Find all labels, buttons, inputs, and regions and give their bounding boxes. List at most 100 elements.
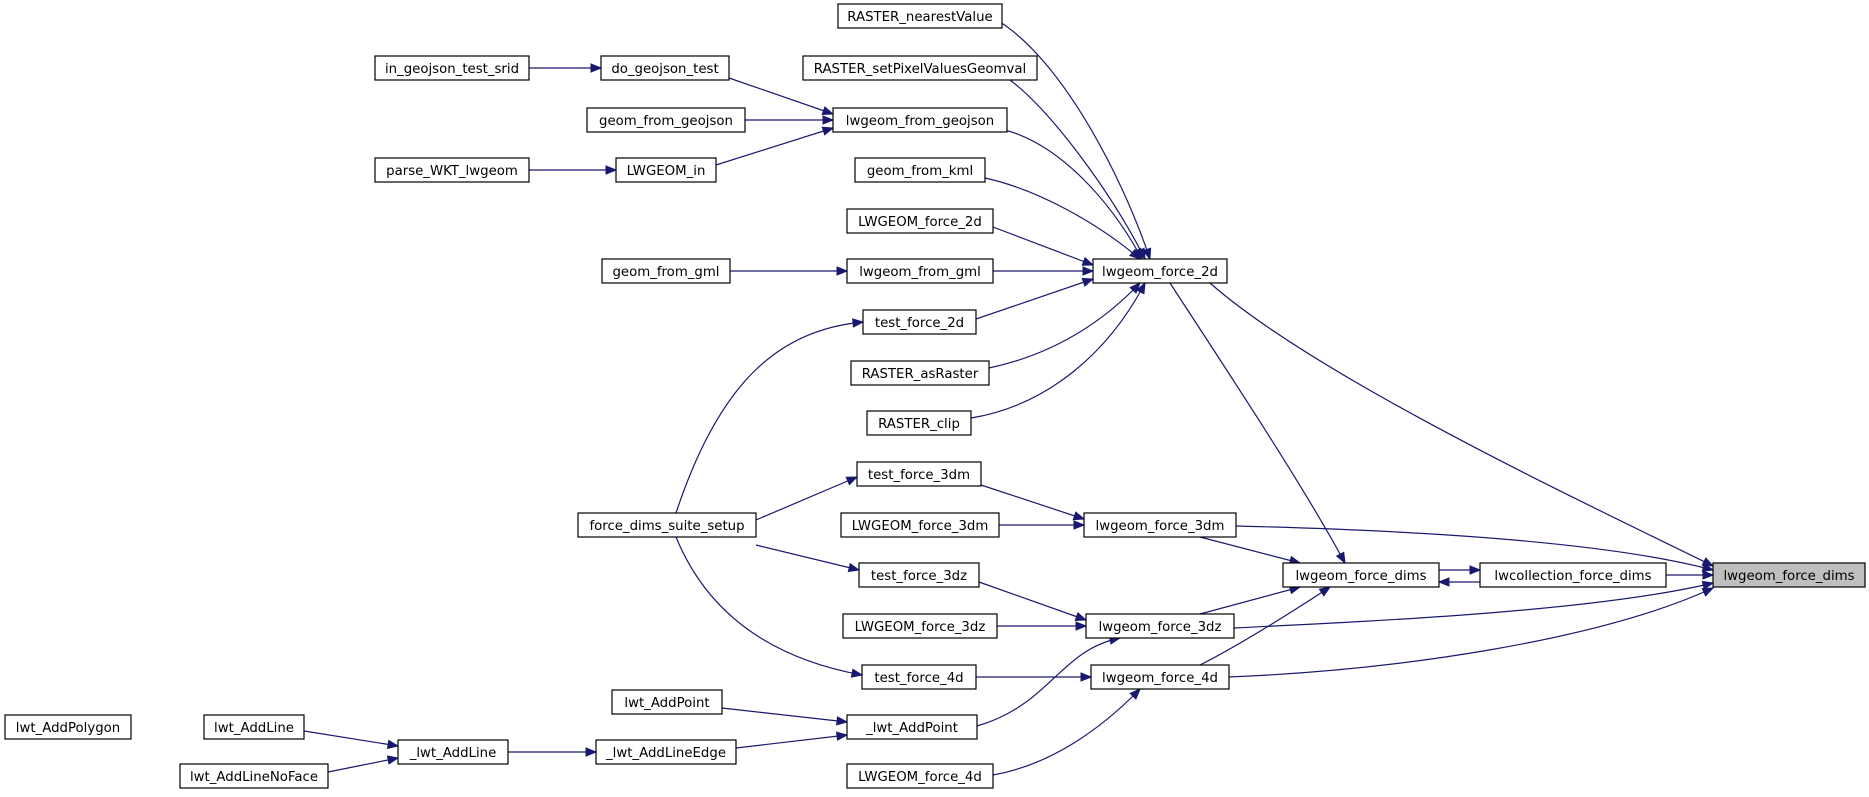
edge-lwgeom-force-3dm-to-test-force-3dm <box>980 484 1086 521</box>
node-lwgeom-force-3dz[interactable]: lwgeom_force_3dz <box>1085 613 1235 639</box>
node-raster-nearestvalue[interactable]: RASTER_nearestValue <box>837 3 1003 29</box>
node-lwt-addline[interactable]: _lwt_AddLine <box>397 739 509 765</box>
node-label: parse_WKT_lwgeom <box>386 164 518 179</box>
node-box <box>601 258 731 284</box>
node-lwt-addpoint[interactable]: _lwt_AddPoint <box>846 714 978 740</box>
arrowhead <box>1469 565 1482 575</box>
arrowhead <box>821 106 835 116</box>
node-label: lwgeom_from_gml <box>859 265 981 280</box>
node-lwgeom-from-geojson[interactable]: lwgeom_from_geojson <box>832 107 1008 133</box>
node-box <box>1282 562 1440 588</box>
node-lwgeom-force-2d[interactable]: LWGEOM_force_2d <box>846 208 994 234</box>
arrowhead <box>1437 577 1450 587</box>
edge-line <box>1004 129 1143 260</box>
edge-lwgeom-force-4d-to-lwgeom-force-4d <box>992 688 1141 776</box>
node-label: lwgeom_from_geojson <box>846 114 994 129</box>
node-label: geom_from_geojson <box>599 114 733 129</box>
node-label: lwcollection_force_dims <box>1494 569 1651 584</box>
node-box <box>862 309 977 335</box>
arrowhead <box>1142 247 1152 261</box>
edge-lwgeom-force-dims-to-lwgeom-force-3dm <box>1235 525 1715 572</box>
edge-line <box>992 226 1094 266</box>
node-raster-clip[interactable]: RASTER_clip <box>866 410 972 436</box>
edge-line <box>728 77 834 115</box>
edge-line <box>721 707 848 723</box>
edge-test-force-2d-to-force-dims-suite-setup <box>675 318 865 514</box>
edge-lwgeom-from-geojson-to-do-geojson-test <box>728 77 835 116</box>
arrowhead <box>590 63 603 73</box>
node-in-geojson-test-srid[interactable]: in_geojson_test_srid <box>374 55 530 81</box>
node-label: test_force_3dz <box>871 569 967 584</box>
node-label: LWGEOM_in <box>627 164 706 179</box>
node-label: lwgeom_force_4d <box>1102 671 1218 686</box>
node-parse-wkt-lwgeom[interactable]: parse_WKT_lwgeom <box>374 157 530 183</box>
node-label: RASTER_clip <box>878 417 960 432</box>
node-label: LWGEOM_force_4d <box>858 770 982 785</box>
node-force-dims-suite-setup[interactable]: force_dims_suite_setup <box>577 512 757 538</box>
edge-lwgeom-force-2d-to-lwgeom-from-gml <box>993 266 1095 276</box>
edge-lwgeom-from-geojson-to-lwgeom-in <box>715 126 835 166</box>
node-lwgeom-force-4d[interactable]: LWGEOM_force_4d <box>846 763 994 789</box>
edge-line <box>1233 582 1714 629</box>
edge-lwt-addpoint-to-lwt-addpoint <box>721 707 849 726</box>
arrowhead <box>1701 580 1715 591</box>
node-lwcollection-force-dims[interactable]: lwcollection_force_dims <box>1479 562 1667 588</box>
node-label: geom_from_kml <box>867 164 973 179</box>
node-do-geojson-test[interactable]: do_geojson_test <box>600 55 730 81</box>
arrowhead <box>1082 266 1095 276</box>
edge-lwgeom-from-geojson-to-geom-from-geojson <box>745 115 835 125</box>
node-test-force-4d[interactable]: test_force_4d <box>861 664 977 690</box>
node-lwgeom-force-dims-root[interactable]: lwgeom_force_dims <box>1712 562 1866 588</box>
node-test-force-3dz[interactable]: test_force_3dz <box>858 562 980 588</box>
node-lwgeom-force-dims[interactable]: lwgeom_force_dims <box>1282 562 1440 588</box>
node-label: lwgeom_force_3dm <box>1096 519 1225 534</box>
edge-line <box>1199 586 1301 615</box>
node-lwt-addpolygon[interactable]: lwt_AddPolygon <box>4 714 132 740</box>
node-lwgeom-force-2d[interactable]: lwgeom_force_2d <box>1092 258 1228 284</box>
node-lwgeom-force-3dz[interactable]: LWGEOM_force_3dz <box>842 613 998 639</box>
node-lwt-addlineedge[interactable]: _lwt_AddLineEdge <box>595 739 737 765</box>
node-geom-from-geojson[interactable]: geom_from_geojson <box>586 107 746 133</box>
edge-lwt-addpoint-to-lwt-addlineedge <box>735 731 849 749</box>
node-label: lwt_AddLineNoFace <box>190 770 318 785</box>
arrowhead <box>1135 281 1146 295</box>
node-geom-from-gml[interactable]: geom_from_gml <box>601 258 731 284</box>
node-lwgeom-from-gml[interactable]: lwgeom_from_gml <box>846 258 994 284</box>
node-box <box>615 157 717 183</box>
call-graph-nodes: RASTER_nearestValueRASTER_setPixelValues… <box>4 3 1866 789</box>
arrowhead <box>1080 672 1093 682</box>
node-lwgeom-force-3dm[interactable]: LWGEOM_force_3dm <box>840 512 1000 538</box>
node-box <box>600 55 730 81</box>
node-lwt-addpoint[interactable]: lwt_AddPoint <box>611 689 723 715</box>
edge-line <box>976 637 1121 727</box>
edge-lwgeom-force-dims-to-lwgeom-force-3dz <box>1233 580 1715 629</box>
arrowhead <box>821 126 835 136</box>
node-box <box>802 55 1038 81</box>
node-lwgeom-in[interactable]: LWGEOM_in <box>615 157 717 183</box>
node-lwt-addline[interactable]: lwt_AddLine <box>203 714 305 740</box>
node-box <box>842 613 998 639</box>
node-label: lwgeom_force_dims <box>1723 569 1854 584</box>
arrowhead <box>1701 562 1715 572</box>
node-raster-asraster[interactable]: RASTER_asRaster <box>850 360 990 386</box>
node-box <box>1712 562 1866 588</box>
node-label: LWGEOM_force_3dm <box>852 519 989 534</box>
edge-lwgeom-force-3dm-to-lwgeom-force-3dm <box>999 520 1086 530</box>
node-raster-setpixelvaluesgeomval[interactable]: RASTER_setPixelValuesGeomval <box>802 55 1038 81</box>
node-lwgeom-force-4d[interactable]: lwgeom_force_4d <box>1090 664 1230 690</box>
node-label: in_geojson_test_srid <box>385 62 519 77</box>
node-box <box>1092 258 1228 284</box>
arrowhead <box>1701 587 1715 597</box>
node-box <box>854 157 986 183</box>
node-box <box>1090 664 1230 690</box>
node-lwt-addlinenoface[interactable]: lwt_AddLineNoFace <box>179 763 329 789</box>
node-label: LWGEOM_force_3dz <box>855 620 986 635</box>
node-label: RASTER_setPixelValuesGeomval <box>814 62 1026 77</box>
node-test-force-2d[interactable]: test_force_2d <box>862 309 977 335</box>
node-label: lwgeom_force_2d <box>1102 265 1218 280</box>
node-test-force-3dm[interactable]: test_force_3dm <box>856 461 982 487</box>
edge-line <box>755 544 860 571</box>
edge-test-force-4d-to-force-dims-suite-setup <box>675 536 864 678</box>
node-geom-from-kml[interactable]: geom_from_kml <box>854 157 986 183</box>
node-lwgeom-force-3dm[interactable]: lwgeom_force_3dm <box>1083 512 1237 538</box>
